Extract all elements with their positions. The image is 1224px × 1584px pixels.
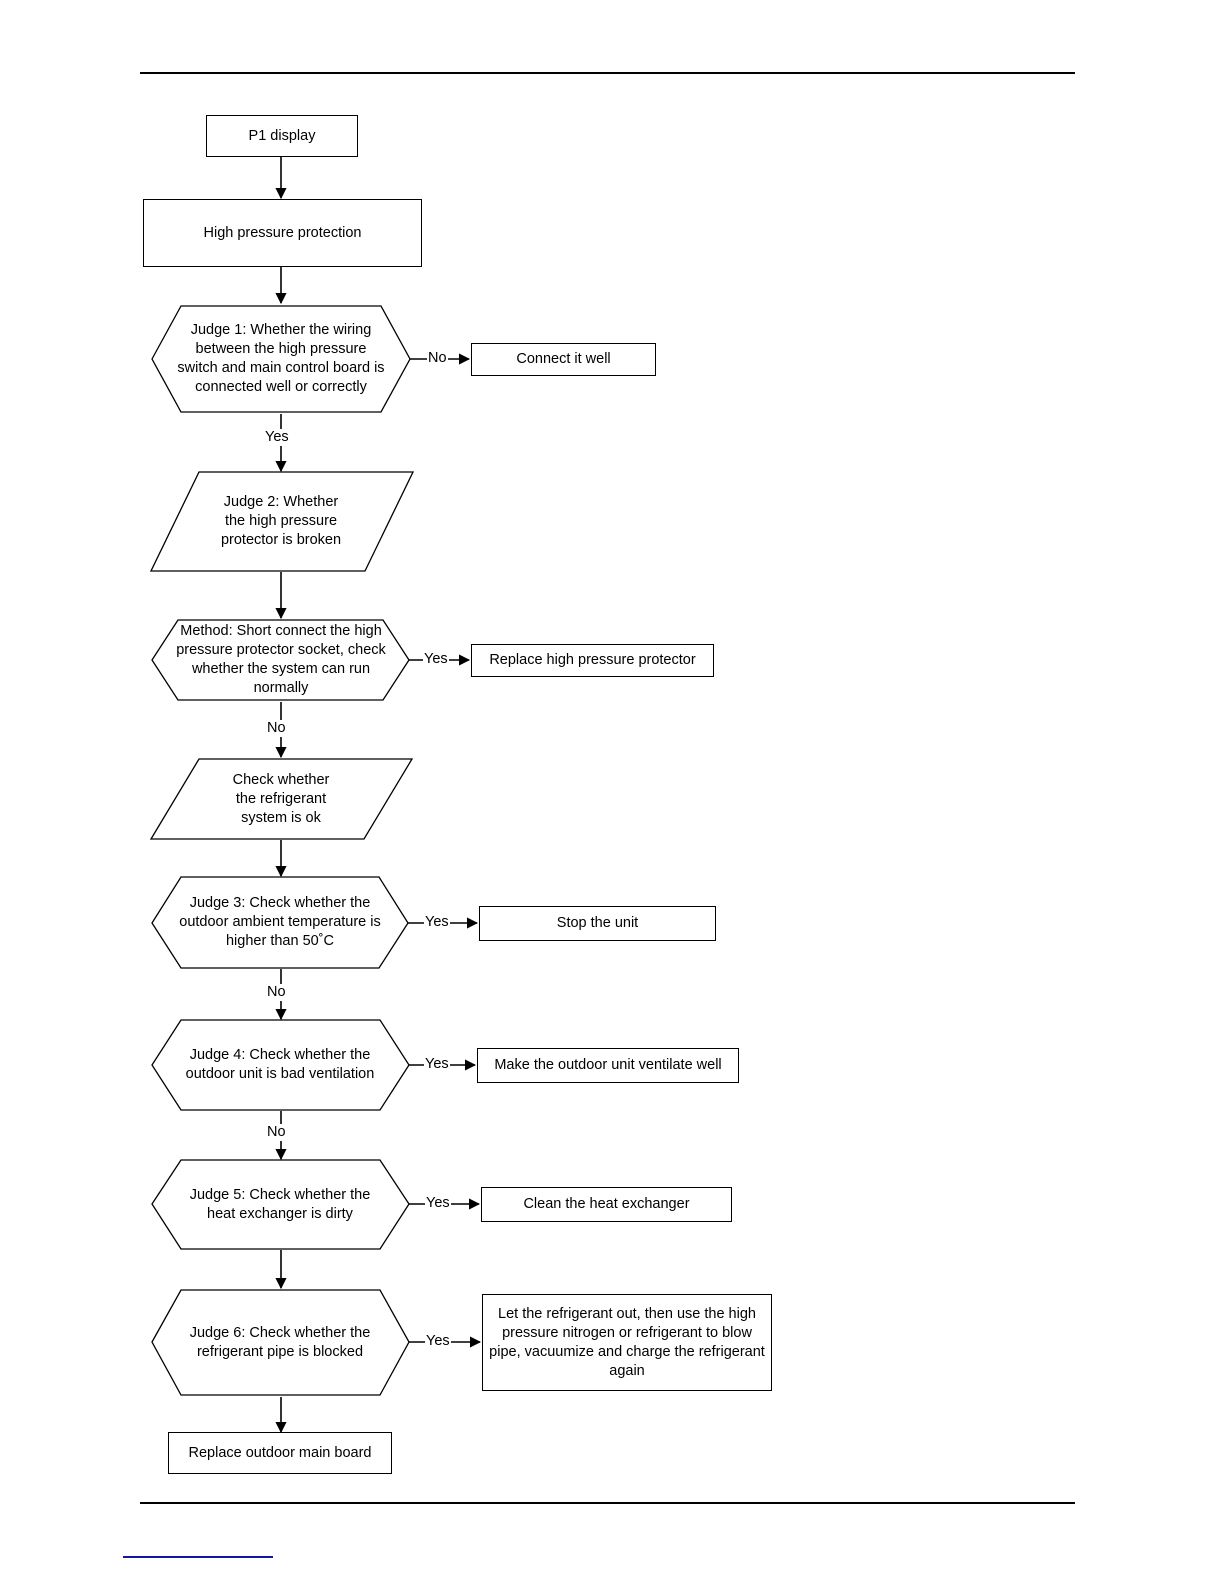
node-judge4[interactable]: Judge 4: Check whether the outdoor unit … [170, 1020, 390, 1110]
node-high-pressure-protection[interactable]: High pressure protection [143, 199, 422, 267]
hexagon-judge1 [151, 305, 411, 413]
node-judge1[interactable]: Judge 1: Whether the wiring between the … [170, 306, 392, 412]
node-method-short-connect[interactable]: Method: Short connect the high pressure … [170, 620, 392, 700]
node-judge5[interactable]: Judge 5: Check whether the heat exchange… [170, 1160, 390, 1249]
node-replace-main-board[interactable]: Replace outdoor main board [168, 1432, 392, 1474]
parallelogram-check-refrigerant [149, 758, 414, 840]
node-judge6-label: Judge 6: Check whether the refrigerant p… [189, 1324, 371, 1360]
edge-label-judge5-yes: Yes [425, 1195, 451, 1212]
hexagon-method [151, 619, 410, 701]
node-high-pressure-protection-label: High pressure protection [203, 224, 362, 241]
node-connect-it-well-label: Connect it well [516, 351, 611, 367]
node-check-refrigerant-system-label: Check whether the refrigerant system is … [232, 771, 330, 826]
node-stop-the-unit[interactable]: Stop the unit [479, 906, 716, 941]
edge-label-judge3-yes: Yes [424, 914, 450, 931]
hexagon-judge6 [151, 1289, 410, 1396]
node-check-refrigerant-system[interactable]: Check whether the refrigerant system is … [180, 759, 382, 839]
hexagon-judge3 [151, 876, 409, 969]
node-clean-heat-exchanger-label: Clean the heat exchanger [523, 1196, 690, 1212]
edge-label-judge6-yes: Yes [425, 1333, 451, 1350]
node-replace-main-board-label: Replace outdoor main board [188, 1444, 372, 1461]
node-method-short-connect-label: Method: Short connect the high pressure … [176, 623, 386, 696]
node-ventilate-well-label: Make the outdoor unit ventilate well [494, 1057, 722, 1073]
node-ventilate-well[interactable]: Make the outdoor unit ventilate well [477, 1048, 739, 1083]
edge-label-method-no: No [266, 720, 287, 737]
node-judge4-label: Judge 4: Check whether the outdoor unit … [185, 1047, 375, 1082]
node-blow-pipe-recharge-label: Let the refrigerant out, then use the hi… [489, 1305, 765, 1379]
edge-label-method-yes: Yes [423, 651, 449, 668]
node-stop-the-unit-label: Stop the unit [556, 915, 639, 931]
edge-label-judge4-no: No [266, 1124, 287, 1141]
edge-label-judge4-yes: Yes [424, 1056, 450, 1073]
node-judge3[interactable]: Judge 3: Check whether the outdoor ambie… [170, 877, 390, 968]
edge-label-judge1-no: No [427, 350, 448, 367]
hexagon-judge5 [151, 1159, 410, 1250]
node-judge3-label: Judge 3: Check whether the outdoor ambie… [179, 895, 381, 949]
node-replace-protector[interactable]: Replace high pressure protector [471, 644, 714, 677]
header-rule [140, 72, 1075, 74]
node-judge6[interactable]: Judge 6: Check whether the refrigerant p… [170, 1290, 390, 1395]
node-judge2[interactable]: Judge 2: Whether the high pressure prote… [180, 472, 382, 571]
node-replace-protector-label: Replace high pressure protector [489, 652, 696, 668]
node-p1-display-label: P1 display [248, 127, 316, 144]
node-blow-pipe-recharge[interactable]: Let the refrigerant out, then use the hi… [482, 1294, 772, 1391]
footer-rule [140, 1502, 1075, 1504]
parallelogram-judge2 [149, 471, 415, 572]
edge-label-judge1-yes: Yes [264, 429, 290, 446]
node-p1-display[interactable]: P1 display [206, 115, 358, 157]
node-connect-it-well[interactable]: Connect it well [471, 343, 656, 376]
hexagon-judge4 [151, 1019, 410, 1111]
edge-label-judge3-no: No [266, 984, 287, 1001]
node-judge2-label: Judge 2: Whether the high pressure prote… [220, 494, 342, 548]
footer-page-mark [123, 1556, 273, 1558]
node-judge5-label: Judge 5: Check whether the heat exchange… [189, 1186, 371, 1222]
node-clean-heat-exchanger[interactable]: Clean the heat exchanger [481, 1187, 732, 1222]
node-judge1-label: Judge 1: Whether the wiring between the … [177, 322, 385, 395]
